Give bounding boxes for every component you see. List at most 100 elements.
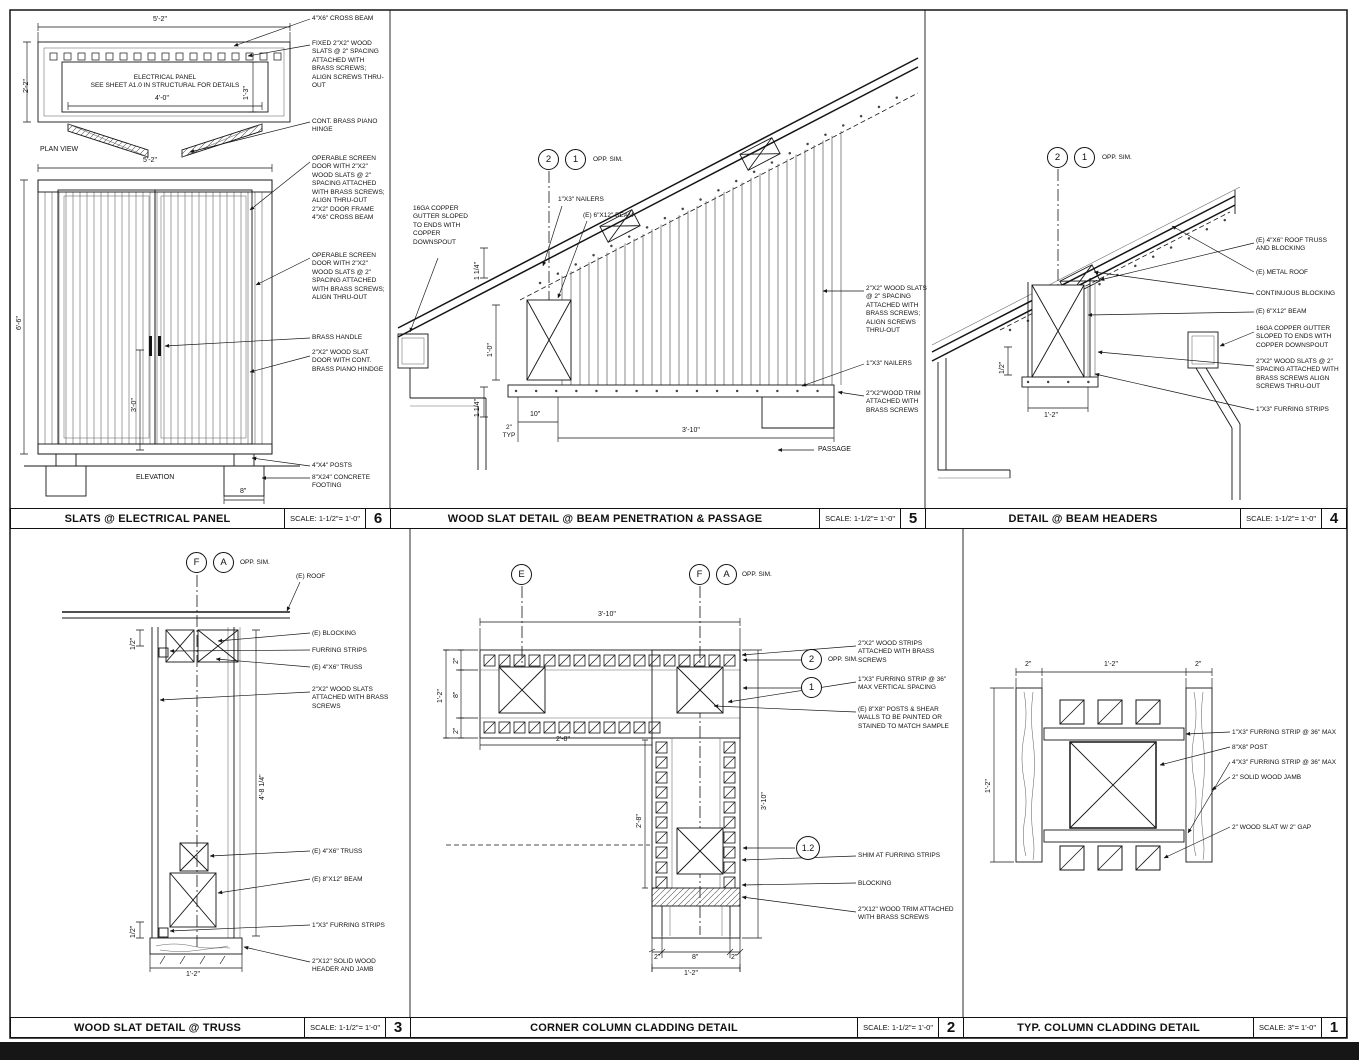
p5-annotation-slats: 2"X2" WOOD SLATS @ 2" SPACING ATTACHED W… xyxy=(866,285,927,335)
p3-annotation-0: (E) BLOCKING xyxy=(312,630,357,637)
p2-callout-2: 2 xyxy=(801,649,822,670)
p2-dim-right-height: 3'-10" xyxy=(761,792,768,810)
detail-3-number: 3 xyxy=(385,1018,410,1037)
detail-2-title: CORNER COLUMN CLADDING DETAIL xyxy=(530,1021,738,1034)
detail-3-scale: SCALE: 1-1/2"= 1'-0" xyxy=(304,1018,385,1037)
detail-1-scale: SCALE: 3"= 1'-0" xyxy=(1253,1018,1321,1037)
detail-4-number: 4 xyxy=(1321,509,1346,528)
p6-plan-view-label: PLAN VIEW xyxy=(40,146,79,153)
detail-6-title: SLATS @ ELECTRICAL PANEL xyxy=(64,512,231,525)
p3-dim-height: 4'-8 1/4" xyxy=(259,774,266,800)
p6-dim-door-height: 3'-0" xyxy=(131,398,138,412)
p2-annotation-5: 2"X12" WOOD TRIM ATTACHED WITH BRASS SCR… xyxy=(858,906,954,922)
detail-6-linework xyxy=(20,18,311,504)
p6-annotation-3: OPERABLE SCREEN DOOR WITH 2"X2" WOOD SLA… xyxy=(312,155,385,222)
p2-annotation-4: BLOCKING xyxy=(858,880,892,887)
p4-annotation-6: 1"X3" FURRING STRIPS xyxy=(1256,406,1329,413)
p5-dim-two-typ: 2" TYP xyxy=(502,424,516,440)
p6-electrical-panel-note: ELECTRICAL PANEL SEE SHEET A1.0 IN STRUC… xyxy=(90,74,240,90)
p4-annotation-1: (E) METAL ROOF xyxy=(1256,269,1308,276)
p6-annotation-6: 2"X2" WOOD SLAT DOOR WITH CONT. BRASS PI… xyxy=(312,349,384,373)
p3-annotation-1: FURRING STRIPS xyxy=(312,647,367,654)
p6-dim-elev-width: 5'-2" xyxy=(143,157,157,164)
p5-annotation-nailers: 1"X3" NAILERS xyxy=(866,360,912,367)
p3-annotation-5: (E) 8"X12" BEAM xyxy=(312,876,363,883)
p2-opp-sim-right: OPP. SIM. xyxy=(828,656,858,663)
titlebar-detail-6: SLATS @ ELECTRICAL PANEL SCALE: 1-1/2"= … xyxy=(10,508,391,529)
detail-4-scale: SCALE: 1-1/2"= 1'-0" xyxy=(1240,509,1321,528)
p6-annotation-0: 4"X6" CROSS BEAM xyxy=(312,15,374,22)
p3-annotation-4: (E) 4"X6" TRUSS xyxy=(312,848,363,855)
p1-annotation-3: 2" SOLID WOOD JAMB xyxy=(1232,774,1302,781)
p5-dim-beam-height: 1'-0" xyxy=(487,343,494,357)
detail-4-title: DETAIL @ BEAM HEADERS xyxy=(1008,512,1158,525)
p5-annotation-trim: 2"X2"WOOD TRIM ATTACHED WITH BRASS SCREW… xyxy=(866,390,921,414)
p6-dim-panel-width: 4'-0" xyxy=(155,95,169,102)
p6-dim-plan-right: 1'-3" xyxy=(243,86,250,100)
p6-dim-plan-width: 5'-2" xyxy=(153,16,167,23)
p3-roof-label: (E) ROOF xyxy=(296,573,326,580)
p2-annotation-2: (E) 8"X8" POSTS & SHEAR WALLS TO BE PAIN… xyxy=(858,706,949,730)
p5-passage-label: PASSAGE xyxy=(818,446,851,453)
detail-5-linework xyxy=(397,57,919,470)
p5-dim-bottom-small: 1 1/4" xyxy=(474,398,481,417)
sheet-bottom-edge xyxy=(0,1042,1359,1060)
detail-4-linework xyxy=(931,169,1255,500)
p1-dim-top-right: 2" xyxy=(1195,661,1202,668)
p2-dim-left-mid: 8" xyxy=(453,691,460,698)
p3-dim-half-top: 1/2" xyxy=(130,637,137,650)
p2-dim-arm-width: 2'-8" xyxy=(556,736,570,743)
p2-dim-bottom-right: 2" xyxy=(731,954,738,961)
p3-detail-marker-a: A xyxy=(213,552,234,573)
p2-dim-left-outer: 1'-2" xyxy=(437,689,444,703)
titlebar-detail-3: WOOD SLAT DETAIL @ TRUSS SCALE: 1-1/2"= … xyxy=(10,1017,411,1038)
p4-annotation-3: (E) 6"X12" BEAM xyxy=(1256,308,1307,315)
p2-dim-arm-height: 2'-8" xyxy=(636,814,643,828)
p2-dim-top-width: 3'-10" xyxy=(598,611,616,618)
p6-annotation-8: 8"X24" CONCRETE FOOTING xyxy=(312,474,371,490)
p4-opp-sim-label: OPP. SIM. xyxy=(1102,154,1132,161)
detail-3-title: WOOD SLAT DETAIL @ TRUSS xyxy=(74,1021,242,1034)
p3-dim-width: 1'-2" xyxy=(186,971,200,978)
p6-dim-elev-height: 6'-6" xyxy=(16,316,23,330)
p6-dim-footing: 8" xyxy=(240,488,247,495)
p2-callout-1: 1 xyxy=(801,677,822,698)
detail-2-scale: SCALE: 1-1/2"= 1'-0" xyxy=(857,1018,938,1037)
detail-5-number: 5 xyxy=(900,509,925,528)
p1-annotation-4: 2" WOOD SLAT W/ 2" GAP xyxy=(1232,824,1312,831)
p6-annotation-2: CONT. BRASS PIANO HINGE xyxy=(312,118,378,134)
p3-annotation-2: (E) 4"X6" TRUSS xyxy=(312,664,363,671)
detail-1-linework xyxy=(990,668,1231,871)
p3-opp-sim-label: OPP. SIM. xyxy=(240,559,270,566)
detail-6-scale: SCALE: 1-1/2"= 1'-0" xyxy=(284,509,365,528)
p2-detail-marker-a: A xyxy=(716,564,737,585)
p6-dim-plan-depth: 2'-2" xyxy=(23,79,30,93)
p4-annotation-2: CONTINUOUS BLOCKING xyxy=(1256,290,1336,297)
p1-dim-top-center: 1'-2" xyxy=(1104,661,1118,668)
p6-elevation-label: ELEVATION xyxy=(136,474,175,481)
detail-5-scale: SCALE: 1-1/2"= 1'-0" xyxy=(819,509,900,528)
p4-dim-half: 1/2" xyxy=(999,361,1006,374)
detail-5-title: WOOD SLAT DETAIL @ BEAM PENETRATION & PA… xyxy=(447,512,763,525)
p2-callout-1-2: 1.2 xyxy=(796,836,820,860)
p2-opp-sim-top: OPP. SIM. xyxy=(742,571,772,578)
p2-detail-marker-e: E xyxy=(511,564,532,585)
titlebar-detail-5: WOOD SLAT DETAIL @ BEAM PENETRATION & PA… xyxy=(390,508,926,529)
p1-dim-left-height: 1'-2" xyxy=(985,779,992,793)
p2-dim-bottom-left: 2" xyxy=(654,954,661,961)
p3-detail-marker-f: F xyxy=(186,552,207,573)
p4-annotation-4: 16GA COPPER GUTTER SLOPED TO ENDS WITH C… xyxy=(1256,325,1332,349)
p2-detail-marker-f: F xyxy=(689,564,710,585)
p1-annotation-0: 1"X3" FURRING STRIP @ 36" MAX xyxy=(1232,729,1337,736)
detail-1-number: 1 xyxy=(1321,1018,1346,1037)
p4-detail-marker-2: 2 xyxy=(1047,147,1068,168)
p2-dim-left-top: 2" xyxy=(453,657,460,664)
p5-opp-sim-label: OPP. SIM. xyxy=(593,156,623,163)
p2-dim-left-bottom: 2" xyxy=(453,727,460,734)
p6-annotation-1: FIXED 2"X2" WOOD SLATS @ 2" SPACING ATTA… xyxy=(312,40,384,90)
p5-detail-marker-2: 2 xyxy=(538,149,559,170)
p1-annotation-1: 8"X8" POST xyxy=(1232,744,1268,751)
p5-gutter-note: 16GA COPPER GUTTER SLOPED TO ENDS WITH C… xyxy=(413,205,468,246)
p2-dim-bottom-total: 1'-2" xyxy=(684,970,698,977)
